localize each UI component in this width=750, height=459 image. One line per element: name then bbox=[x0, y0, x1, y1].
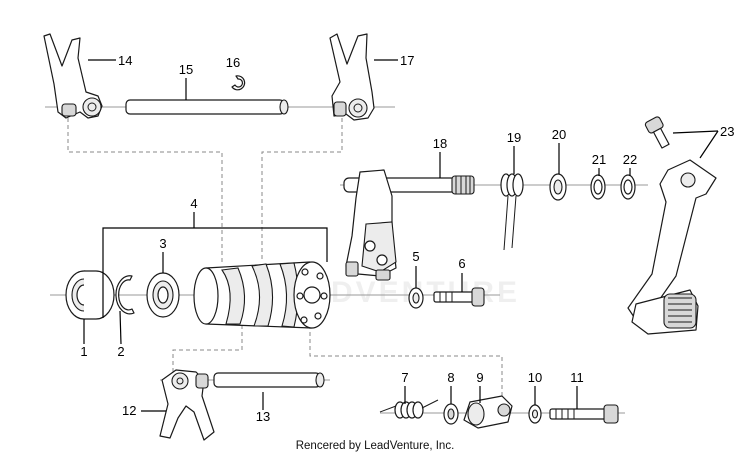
callout-12: 12 bbox=[122, 403, 136, 418]
callout-labels: 1 2 3 4 5 6 7 8 9 10 11 12 13 14 15 16 1… bbox=[80, 53, 734, 424]
shift-pedal-23 bbox=[627, 116, 717, 335]
shift-drum-4 bbox=[193, 261, 331, 329]
washer-21 bbox=[590, 174, 606, 200]
callout-leaders bbox=[83, 59, 719, 412]
callout-9: 9 bbox=[476, 370, 483, 385]
callout-19: 19 bbox=[507, 130, 521, 145]
callout-7: 7 bbox=[401, 370, 408, 385]
washer-22 bbox=[620, 174, 636, 200]
washer-5 bbox=[408, 287, 424, 309]
callout-5: 5 bbox=[412, 249, 419, 264]
callout-23: 23 bbox=[720, 124, 734, 139]
washer-20 bbox=[549, 173, 567, 201]
callout-20: 20 bbox=[552, 127, 566, 142]
callout-6: 6 bbox=[458, 256, 465, 271]
callout-18: 18 bbox=[433, 136, 447, 151]
callout-4: 4 bbox=[190, 196, 197, 211]
callout-21: 21 bbox=[592, 152, 606, 167]
callout-14: 14 bbox=[118, 53, 132, 68]
bearing-1 bbox=[65, 270, 115, 320]
bolt-6 bbox=[433, 287, 485, 307]
guide-drum-to-stopper bbox=[309, 325, 503, 398]
callout-15: 15 bbox=[179, 62, 193, 77]
guide-drum-to-fork12 bbox=[172, 318, 243, 372]
washer-10 bbox=[528, 404, 542, 424]
callout-11: 11 bbox=[570, 370, 584, 385]
shift-rod-15 bbox=[125, 99, 289, 115]
shift-fork-12 bbox=[159, 369, 215, 441]
guide-fork17-to-drum bbox=[261, 118, 343, 262]
callout-3: 3 bbox=[159, 236, 166, 251]
torsion-spring-19 bbox=[500, 173, 524, 251]
callout-22: 22 bbox=[623, 152, 637, 167]
bearing-3 bbox=[146, 272, 180, 318]
shift-rod-13 bbox=[213, 372, 325, 388]
callout-13: 13 bbox=[256, 409, 270, 424]
stopper-arm-9 bbox=[463, 395, 513, 429]
shift-shaft-18 bbox=[343, 169, 475, 281]
stopper-spring-7 bbox=[379, 399, 439, 419]
shift-fork-14 bbox=[43, 33, 103, 119]
bolt-11 bbox=[549, 404, 619, 424]
circlip-16 bbox=[231, 75, 246, 91]
callout-1: 1 bbox=[80, 344, 87, 359]
footer-credit: Rencered by LeadVenture, Inc. bbox=[295, 440, 455, 452]
callout-10: 10 bbox=[528, 370, 542, 385]
callout-8: 8 bbox=[447, 370, 454, 385]
callout-17: 17 bbox=[400, 53, 414, 68]
snap-ring-2 bbox=[115, 275, 135, 315]
collar-8 bbox=[443, 403, 459, 425]
guide-fork14-to-drum bbox=[67, 118, 223, 262]
shift-fork-17 bbox=[329, 33, 375, 121]
callout-16: 16 bbox=[226, 55, 240, 70]
callout-2: 2 bbox=[117, 344, 124, 359]
